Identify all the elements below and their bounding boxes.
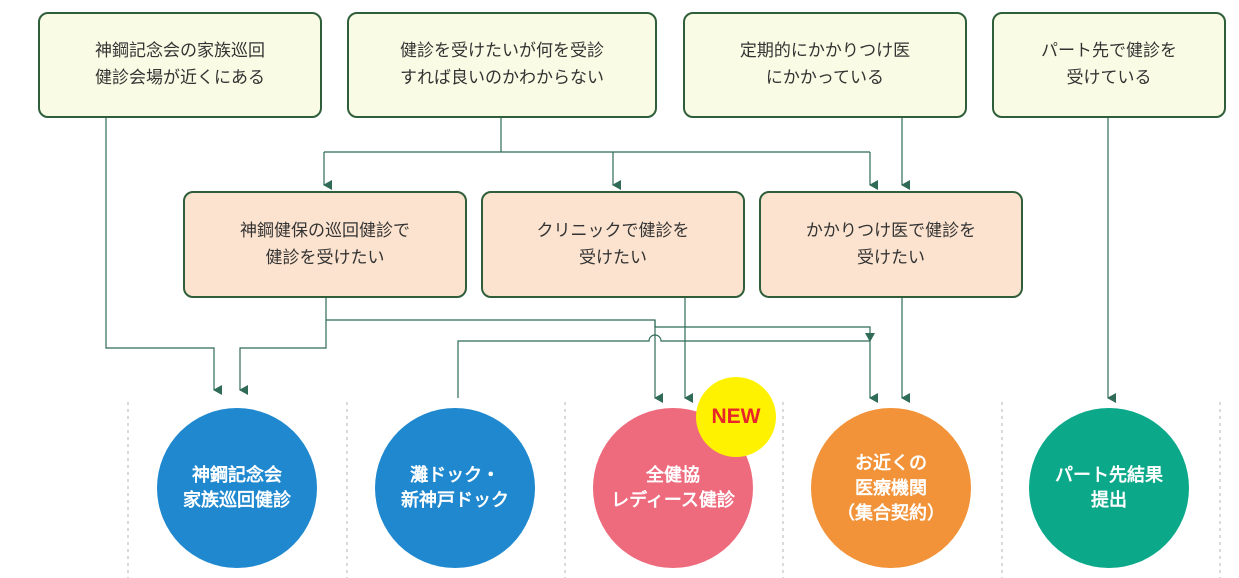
destination-circle-5: パート先結果 提出 <box>1029 408 1189 568</box>
question-text-4: パート先で健診を 受けている <box>1041 41 1177 88</box>
question-box-1: 神鋼記念会の家族巡回 健診会場が近くにある <box>38 12 322 118</box>
destination-circle-1: 神鋼記念会 家族巡回健診 <box>157 408 317 568</box>
destination-circle-2: 灘ドック・ 新神戸ドック <box>375 408 535 568</box>
wish-box-3: かかりつけ医で健診を 受けたい <box>759 191 1023 298</box>
destination-circle-4: お近くの 医療機関 （集合契約） <box>811 408 971 568</box>
connector-w1-d4 <box>654 320 878 403</box>
question-text-3: 定期的にかかりつけ医 にかかっている <box>739 41 911 88</box>
destination-text-4: お近くの 医療機関 （集合契約） <box>837 452 945 524</box>
wish-box-2: クリニックで健診を 受けたい <box>481 191 745 298</box>
question-text-1: 神鋼記念会の家族巡回 健診会場が近くにある <box>95 41 265 88</box>
destination-text-3: 全健協 レディース健診 <box>611 465 735 511</box>
new-badge: NEW <box>696 377 776 457</box>
connector-q1-d1 <box>105 118 222 395</box>
question-box-2: 健診を受けたいが何を受診 すれば良いのかわからない <box>347 12 657 118</box>
connector-w1-d3-d4 <box>326 319 663 403</box>
destination-text-2: 灘ドック・ 新神戸ドック <box>401 465 509 511</box>
connector-w1-d1 <box>239 298 327 395</box>
question-box-4: パート先で健診を 受けている <box>992 12 1226 118</box>
new-badge-text: NEW <box>711 405 761 428</box>
question-text-2: 健診を受けたいが何を受診 すれば良いのかわからない <box>400 41 604 88</box>
question-box-3: 定期的にかかりつけ医 にかかっている <box>683 12 967 118</box>
connector-hop-d2 <box>457 333 875 398</box>
wish-text-3: かかりつけ医で健診を 受けたい <box>805 220 977 268</box>
wish-text-1: 神鋼健保の巡回健診で 健診を受けたい <box>240 220 410 268</box>
wish-box-1: 神鋼健保の巡回健診で 健診を受けたい <box>183 191 467 298</box>
wish-text-2: クリニックで健診を 受けたい <box>536 220 690 268</box>
destination-text-1: 神鋼記念会 家族巡回健診 <box>183 465 291 511</box>
destination-text-5: パート先結果 提出 <box>1055 465 1163 511</box>
